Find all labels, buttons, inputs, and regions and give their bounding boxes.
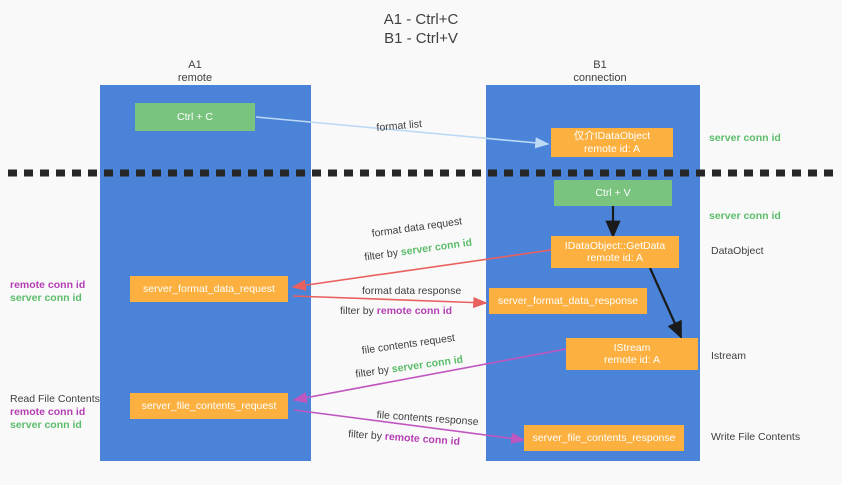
filter-prefix-4: filter by bbox=[347, 428, 386, 443]
column-b1-sub: connection bbox=[573, 72, 627, 84]
node-ctrl-c[interactable]: Ctrl + C bbox=[135, 103, 255, 131]
left-annotation-file-contents: Read File Contents remote conn id server… bbox=[10, 393, 100, 432]
node-server-format-data-response-label: server_format_data_response bbox=[497, 294, 639, 307]
node-server-format-data-response[interactable]: server_format_data_response bbox=[489, 288, 647, 314]
node-server-file-contents-response[interactable]: server_file_contents_response bbox=[524, 425, 684, 451]
node-server-file-contents-request-label: server_file_contents_request bbox=[141, 399, 277, 412]
node-server-file-contents-request[interactable]: server_file_contents_request bbox=[130, 393, 288, 419]
filter-key-server-conn-id-1: server conn id bbox=[400, 236, 473, 259]
column-a1-sub: remote bbox=[177, 72, 213, 84]
node-getdata-line2: remote id: A bbox=[586, 252, 644, 264]
right-label-server-conn-id-mid: server conn id bbox=[709, 210, 781, 222]
left-annotation-format-data: remote conn id server conn id bbox=[10, 279, 85, 305]
edge-label-file-contents-request: file contents request bbox=[361, 331, 456, 357]
node-istream-line2: remote id: A bbox=[603, 354, 661, 366]
title-line-1: A1 - Ctrl+C bbox=[383, 11, 459, 28]
filter-prefix-2: filter by bbox=[340, 305, 377, 317]
left-label-remote-conn-id-1: remote conn id bbox=[10, 279, 86, 291]
title-line-2: B1 - Ctrl+V bbox=[384, 30, 458, 47]
edge-label-file-contents-response: file contents response bbox=[376, 409, 479, 429]
column-b1-name: B1 bbox=[593, 59, 607, 71]
left-label-remote-conn-id-2: remote conn id bbox=[10, 406, 86, 418]
node-istream[interactable]: IStream remote id: A bbox=[566, 338, 698, 370]
column-header-b1: B1 connection bbox=[520, 59, 680, 85]
filter-prefix-3: filter by bbox=[354, 363, 393, 381]
edge-label-file-contents-response-filter: filter by remote conn id bbox=[348, 428, 461, 449]
left-label-server-conn-id-1: server conn id bbox=[10, 292, 82, 304]
node-server-format-data-request[interactable]: server_format_data_request bbox=[130, 276, 288, 302]
right-label-write-file-contents: Write File Contents bbox=[711, 431, 801, 443]
node-getdata-line1: IDataObject::GetData bbox=[564, 239, 666, 252]
left-label-server-conn-id-2: server conn id bbox=[10, 419, 82, 431]
left-label-read-file-contents: Read File Contents bbox=[10, 393, 100, 405]
node-idataobject-getdata[interactable]: IDataObject::GetData remote id: A bbox=[551, 236, 679, 268]
edge-label-format-data-request: format data request bbox=[371, 215, 463, 240]
edge-label-format-data-response-filter: filter by remote conn id bbox=[340, 305, 452, 318]
right-label-dataobject: DataObject bbox=[711, 245, 764, 257]
node-ctrl-c-label: Ctrl + C bbox=[177, 110, 213, 123]
column-a1-name: A1 bbox=[188, 59, 202, 71]
edge-label-format-data-request-filter: filter by server conn id bbox=[364, 237, 473, 265]
column-header-a1: A1 remote bbox=[115, 59, 275, 85]
node-ctrl-v-label: Ctrl + V bbox=[595, 186, 631, 199]
diagram-title: A1 - Ctrl+C B1 - Ctrl+V bbox=[0, 10, 842, 48]
edge-label-format-list: format list bbox=[376, 118, 423, 134]
edge-label-format-data-response: format data response bbox=[362, 285, 462, 297]
edge-label-file-contents-request-filter: filter by server conn id bbox=[355, 354, 464, 382]
filter-prefix-1: filter by bbox=[363, 246, 402, 264]
node-istream-line1: IStream bbox=[613, 341, 651, 354]
node-server-file-contents-response-label: server_file_contents_response bbox=[532, 431, 676, 444]
node-ctrl-v[interactable]: Ctrl + V bbox=[554, 180, 672, 206]
node-idataobject[interactable]: 仅介IDataObject remote id: A bbox=[551, 128, 673, 157]
right-label-istream: Istream bbox=[711, 350, 747, 362]
filter-key-server-conn-id-2: server conn id bbox=[391, 353, 464, 376]
node-idataobject-line1: 仅介IDataObject bbox=[573, 130, 651, 142]
node-server-format-data-request-label: server_format_data_request bbox=[143, 282, 275, 295]
filter-key-remote-conn-id-1: remote conn id bbox=[376, 305, 453, 317]
right-label-server-conn-id-top: server conn id bbox=[709, 132, 781, 144]
filter-key-remote-conn-id-2: remote conn id bbox=[384, 430, 461, 448]
node-idataobject-line2: remote id: A bbox=[583, 142, 641, 155]
